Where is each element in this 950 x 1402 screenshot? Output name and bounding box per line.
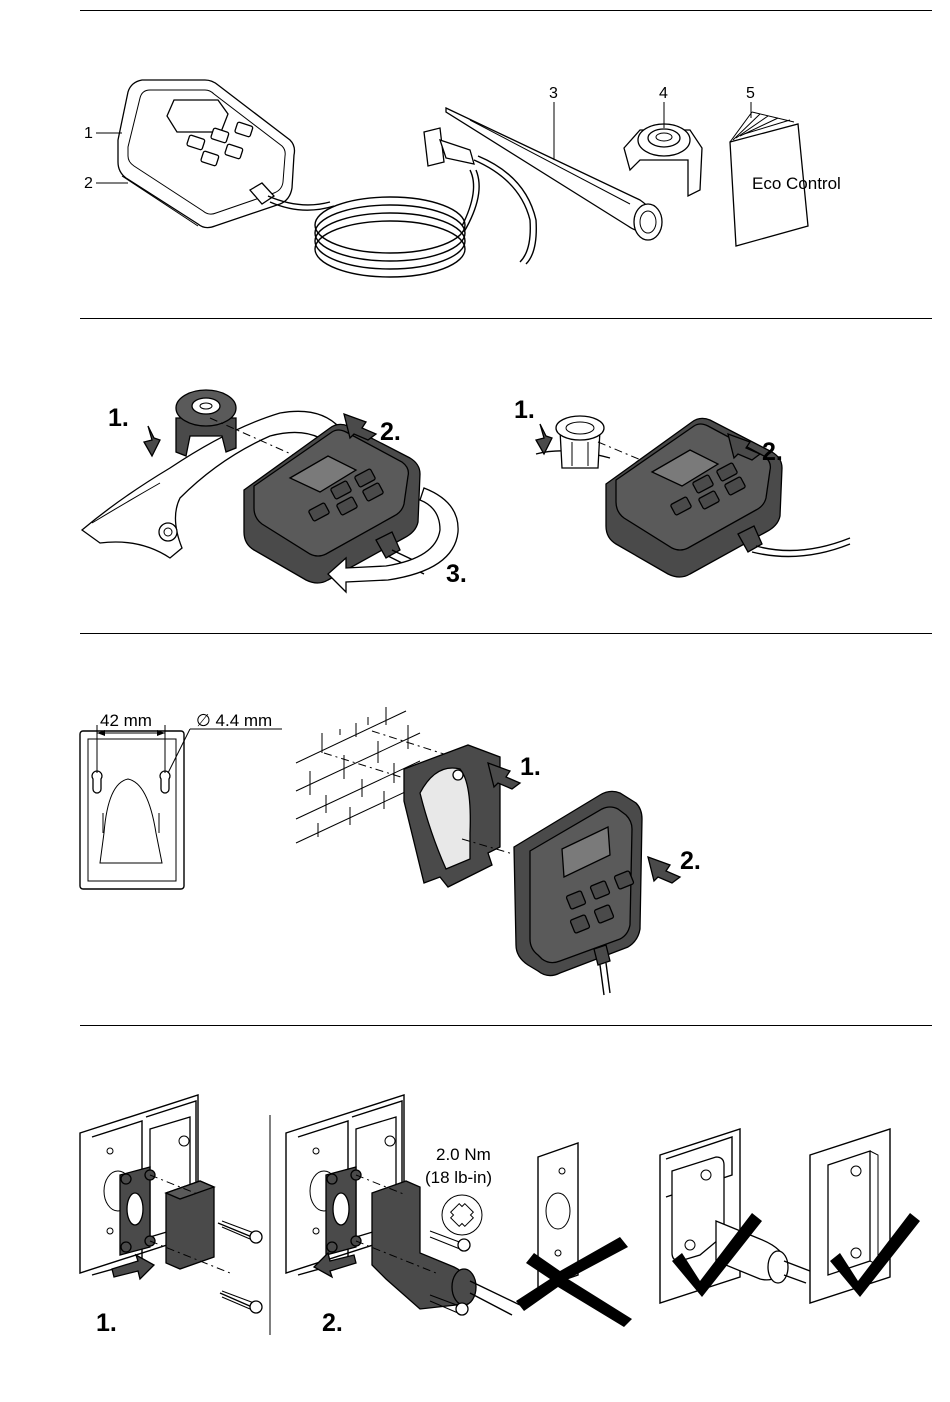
figure-connection: 1. 2. 2.0 Nm (18 lb-in) — [0, 1025, 950, 1395]
controller-drawing — [118, 80, 295, 228]
gland-frame-drawing-2 — [326, 1167, 361, 1255]
torque-imperial: (18 lb-in) — [425, 1168, 492, 1187]
callout-5: 5 — [746, 85, 755, 102]
arrow-down-icon — [536, 424, 552, 454]
controller-wall-drawing — [514, 791, 642, 995]
connect-step-2: 2. — [322, 1309, 343, 1337]
cable-coil-drawing — [268, 170, 479, 277]
figure-wall-mounting: 42 mm ∅ 4.4 mm 1. 2. — [0, 633, 950, 1018]
connect-step-1: 1. — [96, 1309, 117, 1337]
gland-body-drawing — [372, 1181, 520, 1315]
callout-3: 3 — [549, 85, 558, 102]
booklet-title: Eco Control — [752, 174, 841, 193]
hole-diameter-label: ∅ 4.4 mm — [196, 711, 272, 730]
screw-drawing-1 — [218, 1221, 262, 1313]
torque-value: 2.0 Nm — [436, 1145, 491, 1164]
callout-4: 4 — [659, 85, 668, 102]
callout-2: 2 — [84, 175, 93, 192]
manual-booklet-drawing: Eco Control — [730, 112, 841, 246]
drilling-template-drawing — [80, 725, 282, 889]
screwdriver-phillips-icon — [442, 1195, 482, 1235]
right-step-2: 2. — [762, 438, 783, 466]
left-step-1: 1. — [108, 404, 129, 432]
gland-frame-drawing-1 — [120, 1167, 155, 1255]
left-step-3: 3. — [446, 560, 467, 588]
arrow-right-icon — [112, 1255, 154, 1279]
cover-block-drawing-1 — [166, 1181, 214, 1269]
holder-clip-drawing — [624, 124, 702, 196]
controller-dark-drawing-right — [606, 418, 850, 577]
figure-package-contents: Eco Control 1 2 3 4 5 — [0, 0, 950, 310]
figure-mounting-pump: 1. 2. 3. 1. — [0, 318, 950, 628]
arrow-right-icon — [648, 857, 680, 883]
plate-with-gland-drawing — [660, 1129, 810, 1303]
brick-wall-drawing — [296, 707, 420, 843]
right-step-1: 1. — [514, 396, 535, 424]
arrow-down-icon — [144, 426, 160, 456]
wall-step-2: 2. — [680, 847, 701, 875]
left-step-2: 2. — [380, 418, 401, 446]
hole-spacing-label: 42 mm — [100, 711, 152, 730]
wall-bracket-drawing — [404, 745, 500, 887]
callout-1: 1 — [84, 125, 93, 142]
controller-dark-drawing — [244, 424, 430, 583]
wall-step-1: 1. — [520, 753, 541, 781]
cross-incorrect-icon — [516, 1237, 632, 1327]
